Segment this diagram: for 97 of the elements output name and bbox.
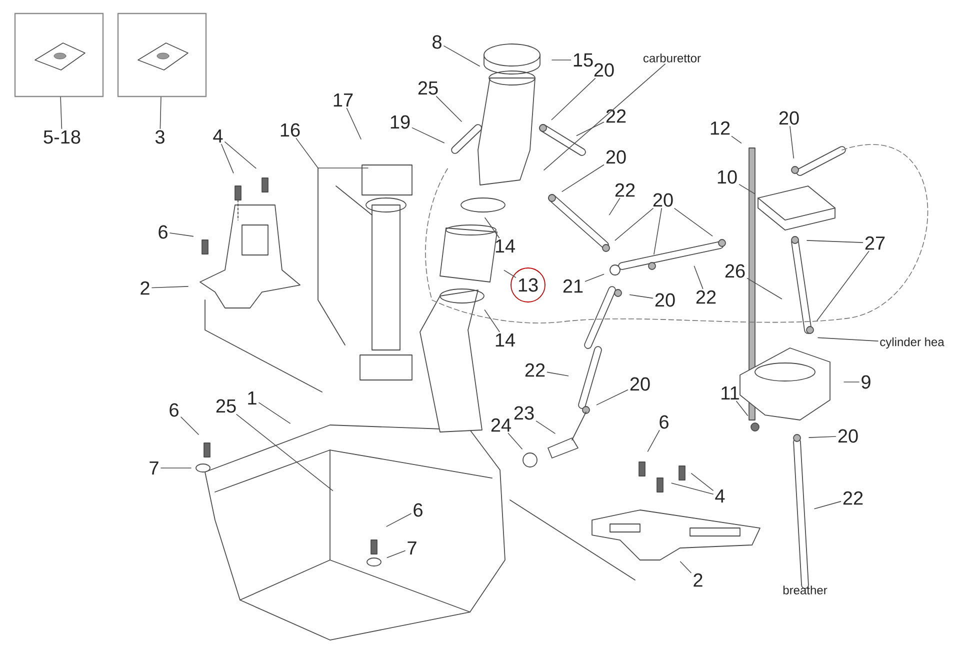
callout-number: 2 [140,281,150,295]
callout-number: 10 [718,170,737,184]
callout-number: 13 [518,278,538,292]
leader-line [546,372,569,376]
leader-line [731,136,742,144]
leader-line [614,208,654,241]
callout-number: 23 [514,406,534,420]
leader-line [816,250,870,321]
callout-number: 25 [216,399,236,413]
leader-line [551,78,596,120]
leader-line [180,416,199,435]
leader-line [562,164,604,192]
leader-line [484,310,500,332]
callout-number: 20 [838,429,858,443]
callout-number: 22 [615,183,635,197]
part-label: cylinder hea [880,337,944,349]
leader-line [691,473,714,491]
leader-line [736,400,748,416]
callout-number: 19 [390,115,410,129]
leader-line [647,430,660,452]
leader-line [236,414,333,491]
part-label: breather [783,586,828,594]
callout-number: 25 [418,81,438,95]
leader-line [576,122,604,136]
callout-number: 22 [843,491,863,505]
callout-number: 16 [280,123,300,137]
callout-number: 27 [865,236,885,250]
leader-line [221,144,234,174]
leader-line [596,390,628,406]
leader-line [60,96,62,129]
leader-line [790,126,794,158]
callout-number: 6 [660,415,668,429]
leader-line [814,501,842,510]
callout-number: 20 [779,111,799,125]
leader-line [436,96,462,122]
part-label: carburettor [644,54,701,62]
callout-number: 22 [606,109,626,123]
callout-number: 15 [574,53,593,67]
callout-number: 2 [694,573,702,587]
leader-line [694,266,704,290]
leader-line [386,513,412,527]
leader-line [412,127,445,144]
callout-number: 9 [862,375,870,389]
leader-line [152,286,188,288]
leader-line [170,232,194,237]
callout-number: 4 [213,129,223,143]
leader-line [654,208,662,255]
leader-line [224,142,256,169]
leader-line [504,270,516,278]
callout-number: 14 [496,239,515,253]
callout-number: 5-18 [44,130,80,144]
callout-number: 6 [414,503,422,517]
leader-line [808,436,836,438]
leader-line [346,108,362,140]
leader-line [258,402,290,424]
inset-box [117,12,207,98]
callout-number: 22 [525,363,545,377]
callout-number: 4 [715,489,725,503]
callout-number: 8 [432,35,442,49]
leader-line [738,184,756,194]
callout-number: 1 [248,391,256,405]
inset-box [14,12,104,98]
leader-line [680,561,692,574]
callout-number: 26 [725,264,745,278]
callout-number: 6 [170,403,178,417]
leader-line [386,550,406,558]
callout-number: 6 [158,225,168,239]
leader-line [609,198,620,216]
callout-number: 20 [594,63,614,77]
leader-line [484,217,500,238]
leader-line [806,240,864,243]
callout-number: 20 [655,293,675,307]
callout-number: 20 [630,377,650,391]
leader-line [444,46,480,66]
callout-number: 12 [710,121,730,135]
leader-line [674,208,713,236]
leader-line [629,294,654,299]
leader-line [160,96,162,129]
callout-number: 14 [496,333,515,347]
callout-number: 17 [334,93,353,107]
callout-number: 21 [563,279,583,293]
leader-line [544,64,666,170]
leader-line [746,278,782,300]
leader-line [508,432,522,450]
callout-number: 11 [722,386,739,400]
leader-line [536,420,556,434]
callout-number: 24 [491,418,511,432]
leader-line [296,138,368,168]
callout-number: 20 [606,150,626,164]
callout-number: 22 [696,290,716,304]
callout-number: 7 [408,541,416,555]
callout-number: 7 [150,461,158,475]
leader-line [818,337,878,342]
leader-line [584,274,604,282]
leader-line [671,482,714,495]
callout-number: 3 [155,130,164,144]
callout-number: 20 [653,193,673,207]
